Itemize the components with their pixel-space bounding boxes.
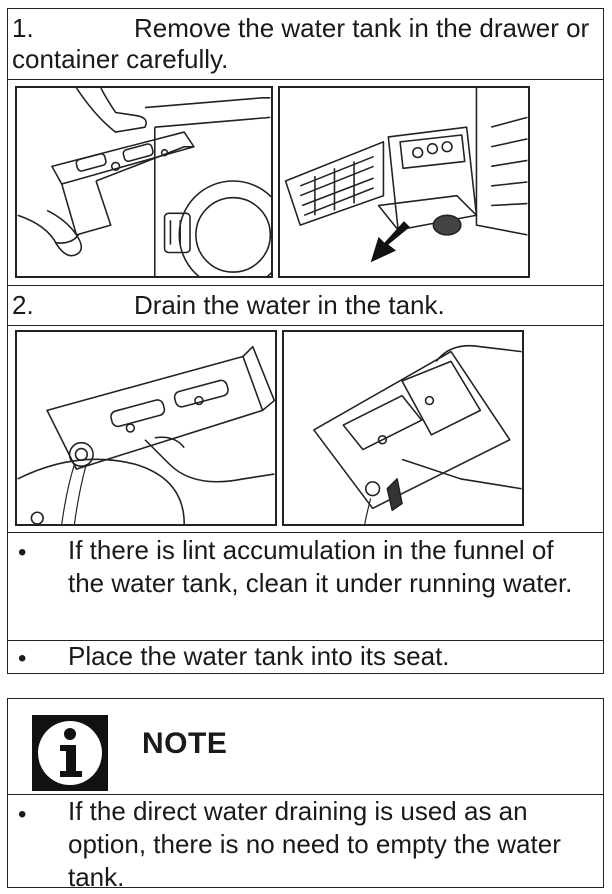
note-box: NOTE • If the direct water draining is u… <box>7 698 604 892</box>
info-icon <box>32 715 108 791</box>
note-bullet-direct-drain: If the direct water draining is used as … <box>68 796 561 892</box>
bullet-symbol: • <box>18 801 27 828</box>
drain-funnel-illustration <box>17 345 275 524</box>
bullet-place-tank: Place the water tank into its seat. <box>68 641 450 671</box>
note-title: NOTE <box>142 727 228 760</box>
drain-flat-illustration <box>313 344 522 524</box>
figure-drain-tank-flat <box>282 330 524 526</box>
divider <box>8 640 603 641</box>
figure-drain-tank-funnel <box>15 330 277 526</box>
figure-remove-tank-container <box>278 86 530 278</box>
divider <box>8 794 603 795</box>
step-2-text: Drain the water in the tank. <box>134 290 445 320</box>
step-2-number: 2. <box>12 290 34 320</box>
step-1-number: 1. <box>12 13 34 43</box>
instruction-box: 1. Remove the water tank in the drawer o… <box>7 8 604 674</box>
figure-remove-tank-drawer <box>15 86 273 278</box>
bullet-symbol: • <box>18 539 27 566</box>
drawer-illustration <box>17 88 271 276</box>
container-illustration <box>284 88 528 263</box>
divider <box>8 79 603 80</box>
step-1-text: Remove the water tank in the drawer or c… <box>12 13 590 74</box>
bullet-symbol: • <box>18 645 27 672</box>
bullet-lint-cleaning: If there is lint accumulation in the fun… <box>68 535 573 598</box>
divider <box>8 285 603 286</box>
divider <box>8 325 603 326</box>
divider <box>8 532 603 533</box>
